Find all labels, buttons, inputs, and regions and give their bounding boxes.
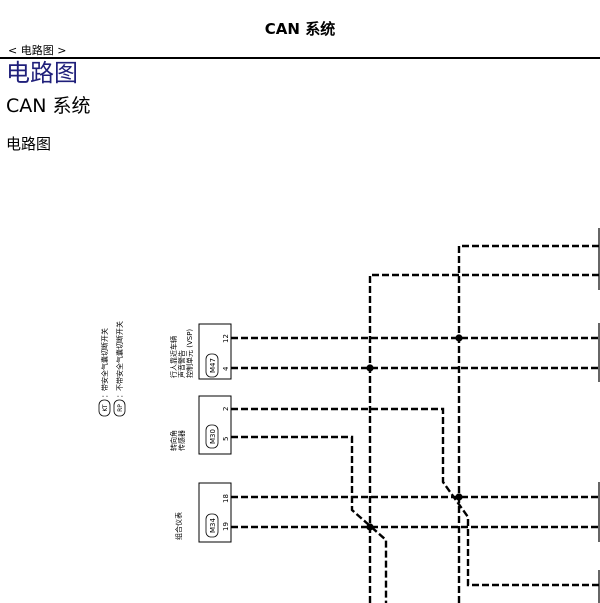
module-label-line: 传感器	[177, 430, 186, 451]
wire-sas-pin-5	[231, 435, 388, 603]
module-steering-angle-sensor: 转向角 传感器 M30 2 5	[169, 395, 232, 455]
pin-label: 4	[222, 366, 230, 371]
pin-label: 12	[222, 334, 230, 343]
pin-label: 5	[222, 437, 230, 441]
header-divider	[0, 57, 600, 59]
module-label-line: 控制单元 (VSP)	[185, 329, 194, 378]
splice-dot	[366, 523, 374, 531]
splice-dot	[455, 334, 463, 342]
header-title: CAN 系统	[264, 20, 336, 38]
module-combination-meter: 组合仪表 M34 18 19	[174, 482, 232, 543]
wire-can-h-top	[457, 244, 599, 603]
legend-item-rp: RP ：不带安全气囊切断开关	[113, 321, 126, 417]
legend-text: ：不带安全气囊切断开关	[115, 321, 124, 398]
legend-text: ：带安全气囊切断开关	[100, 328, 109, 398]
module-label-line: 声音警告	[177, 350, 186, 378]
module-label-line: 行人靠近车辆	[169, 336, 178, 378]
pin-label: 2	[222, 407, 230, 411]
legend-code-badge	[98, 399, 111, 417]
wire-sas-pin-2	[231, 407, 599, 587]
legend-item-kt: KT ：带安全气囊切断开关	[98, 328, 111, 417]
module-label-line: 转向角	[169, 430, 178, 451]
connector-label: M47	[209, 358, 217, 373]
section-heading: 电路图	[6, 135, 52, 153]
module-label-line: 组合仪表	[174, 512, 183, 540]
svg-text:行人靠近车辆 声音警告 控制: 行人靠近车辆 声音警告 控制单元 (VSP)	[169, 329, 194, 378]
legend: KT ：带安全气囊切断开关 RP ：不带安全气囊切断开关	[98, 321, 126, 417]
pin-label: 19	[222, 522, 230, 531]
module-vsp-control-unit: 行人靠近车辆 声音警告 控制单元 (VSP) M47 12 4	[169, 323, 232, 380]
wire-can-l-top	[368, 273, 599, 603]
connector-badge	[205, 513, 219, 538]
breadcrumb[interactable]: < 电路图 >	[8, 44, 67, 57]
connector-badge	[205, 353, 219, 378]
connector-label: M30	[209, 429, 217, 444]
pin-label: 18	[222, 494, 230, 503]
svg-text:转向角 传感器: 转向角 传感器	[169, 428, 186, 451]
splice-dot	[455, 493, 463, 501]
splice-points	[366, 334, 463, 531]
legend-code: RP	[117, 404, 124, 412]
legend-code-badge	[113, 399, 126, 417]
legend-code: KT	[102, 404, 109, 411]
splice-dot	[366, 364, 374, 372]
connector-label: M34	[209, 517, 217, 532]
connector-badge	[205, 424, 219, 449]
page-title: 电路图	[6, 59, 78, 87]
can-bus-wires	[231, 244, 599, 603]
page-subtitle: CAN 系统	[6, 95, 91, 117]
